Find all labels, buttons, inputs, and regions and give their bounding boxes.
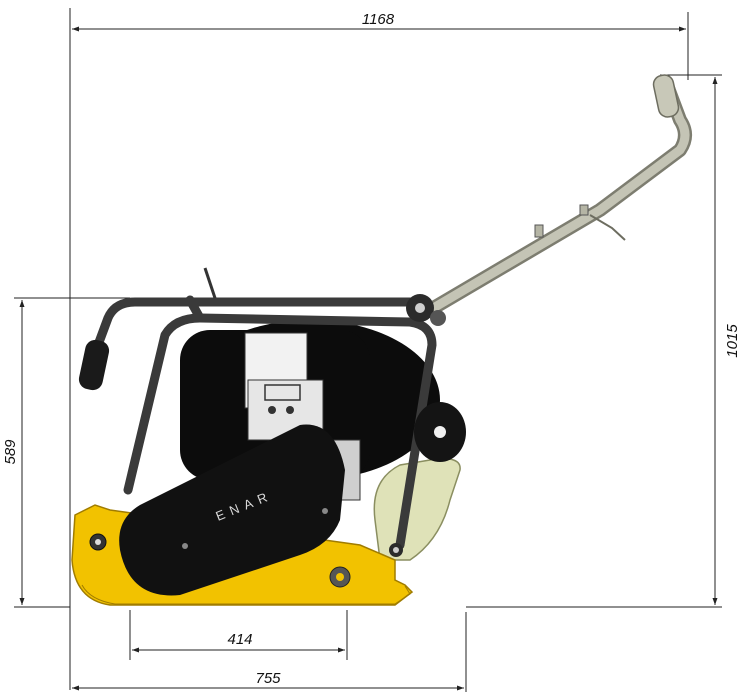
dimension-frame-height: 589: [2, 297, 130, 608]
dimension-overall-length: 1168: [69, 8, 689, 690]
dimension-overall-height: 1015: [466, 74, 739, 608]
overall-height-label: 1015: [724, 324, 739, 358]
frame-height-label: 589: [2, 439, 19, 465]
dimension-plate-width: 755: [72, 612, 467, 692]
lever: [203, 267, 217, 299]
grip-left: [78, 339, 110, 391]
protective-frame: [93, 295, 437, 550]
overall-length-label: 1168: [362, 11, 395, 28]
contact-length-label: 414: [227, 631, 252, 648]
guide-handle: [423, 74, 692, 317]
plate-compactor-illustration: ENAR: [71, 74, 692, 606]
plate-width-label: 755: [255, 670, 281, 687]
pivot-and-wheel: [389, 294, 466, 557]
dimension-contact-length: 414: [129, 610, 348, 660]
belt-guard-green: [373, 458, 461, 561]
belt-cover: ENAR: [119, 424, 346, 596]
